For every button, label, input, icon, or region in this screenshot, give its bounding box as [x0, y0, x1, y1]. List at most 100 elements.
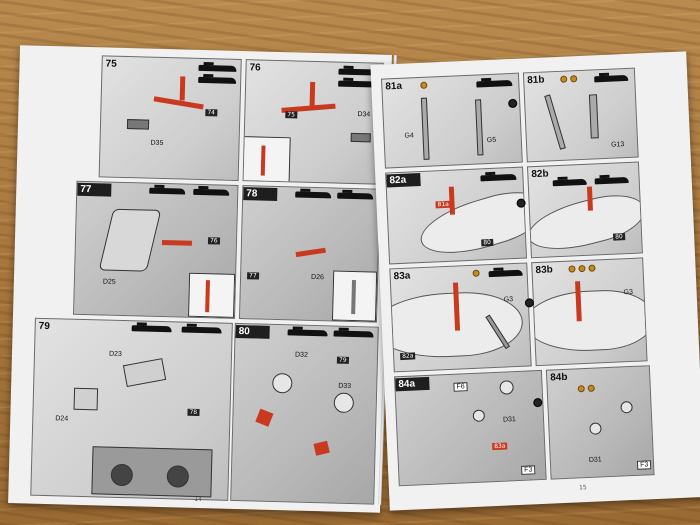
paint-color-dot	[577, 385, 585, 393]
wheel-part	[589, 422, 602, 435]
red-part	[309, 81, 316, 108]
part-label: D25	[102, 278, 116, 286]
seat-part	[166, 465, 190, 488]
step-reference: 74	[205, 109, 218, 117]
left-page: 75 D35 74 76 D34 75 77 76 D25	[8, 45, 392, 513]
step-reference: 77	[247, 272, 259, 280]
step-panel: 79 D23 D24 78	[30, 317, 233, 501]
fuselage-nose	[414, 181, 528, 265]
wheel-well-door	[98, 208, 162, 272]
part-label: D34	[357, 111, 371, 119]
aircraft-silhouette-icon	[131, 325, 172, 333]
step-number: 77	[80, 183, 92, 196]
step-number: 76	[249, 62, 261, 74]
red-part	[586, 186, 593, 211]
step-panel: 84a F6 D31 83a F3	[394, 369, 547, 487]
paint-color-dot	[472, 269, 480, 277]
red-part	[205, 280, 210, 313]
step-number: 82b	[531, 168, 549, 181]
part-label: G3	[623, 288, 634, 297]
page-number: 14	[194, 495, 202, 504]
part-label: D31	[588, 456, 602, 464]
step-reference: 83a	[492, 442, 508, 451]
part-label: G4	[404, 132, 415, 140]
aircraft-silhouette-icon	[480, 173, 517, 182]
aircraft-silhouette-icon	[594, 74, 629, 83]
paint-color-dot	[587, 384, 595, 392]
part-label: G3	[503, 296, 514, 304]
aircraft-silhouette-icon	[193, 188, 230, 196]
red-part	[179, 76, 186, 101]
wheel-part	[472, 409, 486, 422]
red-part	[255, 408, 274, 427]
red-part	[295, 247, 326, 258]
wheel-part	[620, 400, 633, 414]
fuselage-nose	[526, 186, 643, 259]
red-part	[575, 281, 582, 322]
step-panel: 84b D31 F3	[545, 365, 655, 480]
aircraft-silhouette-icon	[198, 64, 237, 72]
paint-color-dot	[420, 81, 428, 89]
cockpit-inset	[91, 446, 213, 498]
wheel-part	[333, 392, 355, 414]
part-frame	[122, 358, 167, 388]
step-number: 84b	[550, 371, 568, 384]
step-panel: 82a 81a 80	[385, 166, 528, 265]
step-panel: 83b G3	[531, 257, 648, 367]
step-reference: 75	[285, 111, 298, 119]
part-inset	[350, 132, 371, 143]
aircraft-silhouette-icon	[198, 76, 237, 84]
strut-part	[420, 97, 430, 160]
step-panel: 75 D35 74	[98, 55, 242, 181]
red-part	[452, 282, 461, 331]
step-reference: 81a	[435, 200, 452, 209]
step-reference: 82a	[400, 352, 416, 361]
aircraft-silhouette-icon	[287, 329, 328, 337]
part-label: F3	[636, 460, 652, 470]
red-part	[153, 96, 204, 110]
red-part	[313, 440, 330, 456]
detail-inset	[331, 270, 378, 322]
step-number: 79	[38, 320, 50, 333]
aircraft-silhouette-icon	[488, 269, 523, 278]
step-reference: 79	[336, 356, 349, 364]
step-number: 83a	[393, 270, 411, 283]
paint-color-dot	[578, 264, 586, 273]
paint-color-dot	[570, 75, 578, 83]
part-label: D35	[150, 139, 164, 147]
step-reference: 80	[481, 238, 494, 247]
step-reference: 80	[613, 233, 625, 241]
red-part	[260, 145, 266, 176]
step-panel: 82b 80	[526, 161, 643, 259]
step-number: 80	[238, 326, 250, 338]
step-number: 83b	[535, 264, 554, 277]
step-reference: 76	[207, 237, 220, 245]
aircraft-silhouette-icon	[149, 187, 186, 195]
aircraft-silhouette-icon	[337, 192, 374, 200]
part-label: D33	[338, 382, 352, 390]
step-panel: 77 76 D25	[73, 180, 239, 319]
part-label: F3	[521, 465, 536, 475]
aircraft-silhouette-icon	[181, 326, 222, 334]
step-panel: 81b G13	[522, 67, 639, 163]
part-label: D32	[294, 351, 308, 359]
part-label: F6	[453, 382, 468, 392]
fuselage-nose	[531, 287, 648, 354]
part-inset	[126, 119, 150, 130]
strut-part	[588, 94, 599, 139]
step-panel: 76 D34 75	[242, 59, 384, 185]
paint-color-dot	[560, 75, 568, 83]
step-reference: 78	[187, 408, 200, 417]
step-panel: 80 D32 79 D33	[230, 322, 379, 505]
detail-inset	[242, 136, 291, 184]
step-number: 82a	[389, 174, 407, 187]
step-number: 81b	[527, 74, 545, 87]
aircraft-silhouette-icon	[476, 79, 513, 88]
detail-inset	[188, 272, 236, 318]
step-panel: 78 77 D26	[238, 185, 381, 323]
step-number: 75	[105, 58, 117, 70]
red-part	[351, 279, 357, 315]
strut-part	[544, 94, 566, 150]
aircraft-silhouette-icon	[333, 330, 374, 338]
step-number: 84a	[398, 378, 416, 391]
